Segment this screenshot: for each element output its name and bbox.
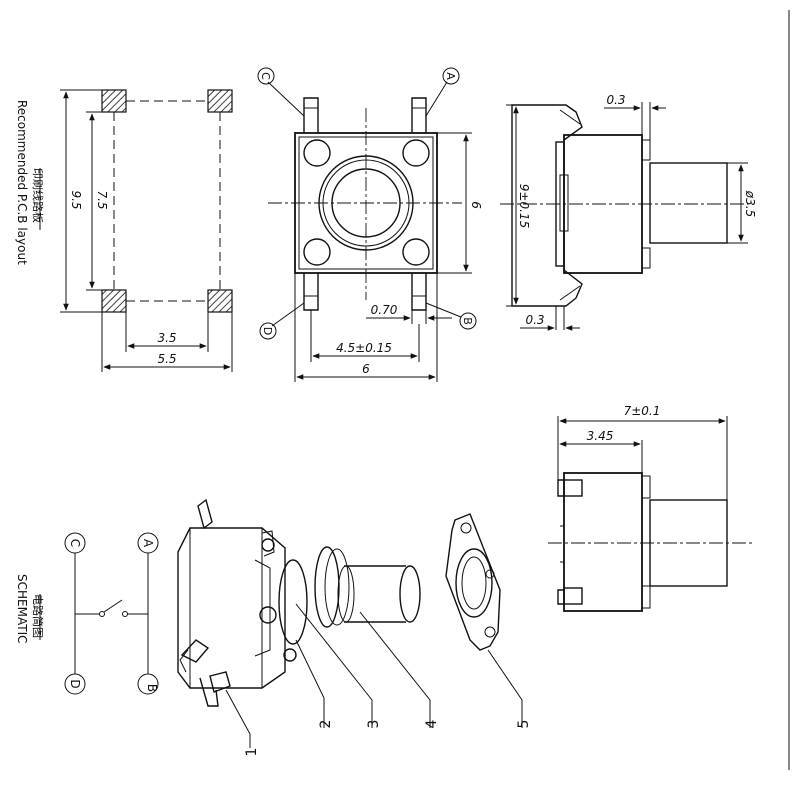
schematic-label-b: B <box>145 684 159 692</box>
pin-label-a-circle <box>442 67 460 85</box>
top-view: C A D B 6 0.70 4.5±0.15 6 <box>257 67 483 382</box>
part-1-base-housing <box>177 498 297 707</box>
front-view: 7±0.1 3.45 <box>548 404 752 612</box>
part-label-1: 1 <box>244 748 260 757</box>
pcb-dim-9-5: 9.5 <box>69 190 83 209</box>
front-tab-bottom <box>563 587 583 605</box>
pin-d-bottom <box>303 273 319 311</box>
part-label-4: 4 <box>424 719 440 728</box>
pcb-dim-3-5: 3.5 <box>157 331 176 345</box>
side-view: 0.3 9±0.15 ø3.5 0.3 <box>500 93 757 331</box>
schematic-caption-en: SCHEMATIC <box>15 574 29 643</box>
front-dim-3-45: 3.45 <box>587 429 614 443</box>
schematic-caption-cn: 电路简图 <box>31 594 45 638</box>
side-dim-0-3-bottom: 0.3 <box>525 313 544 327</box>
side-dim-0-3-top: 0.3 <box>606 93 625 107</box>
pin-label-c: C <box>259 72 272 80</box>
top-dim-height: 6 <box>469 201 483 209</box>
top-dim-width: 6 <box>362 362 370 376</box>
pcb-dim-7-5: 7.5 <box>95 190 109 209</box>
part-5-cover-plate <box>445 513 501 651</box>
pcb-pad-bottom-left <box>101 289 127 313</box>
part-2-dome <box>278 559 308 645</box>
pin-c-top <box>303 97 319 133</box>
side-dim-9: 9±0.15 <box>517 184 531 228</box>
schematic-view: C A D B SCHEMATIC 电路简图 <box>15 532 159 695</box>
corner-hole-bl <box>303 238 331 266</box>
pcb-pad-top-left <box>101 89 127 113</box>
switch-body-front <box>563 472 643 612</box>
pcb-pad-top-right <box>207 89 233 113</box>
pin-a-top <box>411 97 427 133</box>
front-dim-7: 7±0.1 <box>624 404 661 418</box>
schematic-switch-contact <box>103 599 123 613</box>
pin-label-d-circle <box>259 322 277 340</box>
top-dim-0-70: 0.70 <box>371 303 398 317</box>
top-dim-4-5: 4.5±0.15 <box>336 341 392 355</box>
pcb-caption-en: Recommended P.C.B layout <box>15 100 29 265</box>
part-label-2: 2 <box>318 720 334 729</box>
pin-label-a: A <box>444 72 457 80</box>
pin-label-b: B <box>461 317 474 325</box>
side-leads <box>511 104 583 307</box>
pin-label-b-circle <box>459 312 477 330</box>
schematic-label-c: C <box>68 539 82 547</box>
stem-side <box>649 162 728 244</box>
exploded-view: 1 2 3 4 5 <box>177 498 532 757</box>
part-3-button-collar <box>314 546 350 628</box>
pcb-dim-5-5: 5.5 <box>157 352 176 366</box>
corner-hole-tr <box>402 139 430 167</box>
pcb-pad-bottom-right <box>207 289 233 313</box>
front-tab-top <box>563 479 583 497</box>
side-dim-dia-3-5: ø3.5 <box>743 190 757 217</box>
part-4-stem <box>337 565 421 623</box>
pin-label-d: D <box>261 327 274 335</box>
schematic-label-d: D <box>68 679 82 688</box>
pin-label-c-circle <box>257 67 275 85</box>
schematic-label-a: A <box>141 539 155 548</box>
pcb-caption-cn: 印刷线路板 <box>31 168 45 223</box>
pcb-layout-view: 9.5 7.5 3.5 5.5 Recommended P.C.B layout… <box>15 89 233 372</box>
part-label-5: 5 <box>516 720 532 729</box>
part-label-3: 3 <box>366 720 382 729</box>
corner-hole-br <box>402 238 430 266</box>
corner-hole-tl <box>303 139 331 167</box>
pin-b-bottom <box>411 273 427 311</box>
